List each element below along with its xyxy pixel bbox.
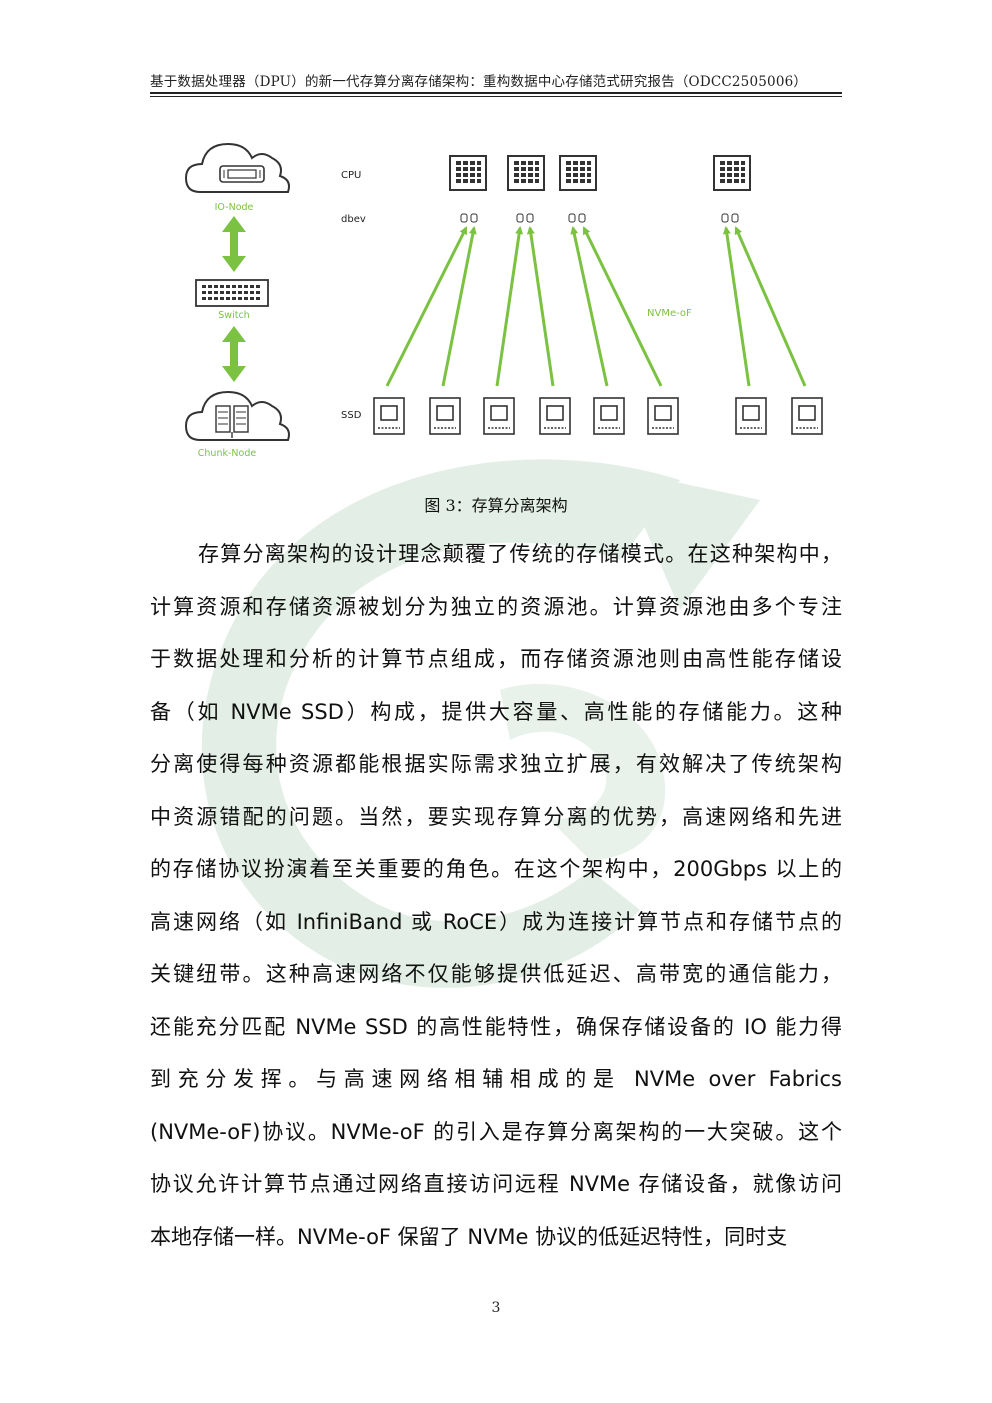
header-rule <box>150 92 842 94</box>
cpu-chip-icon <box>507 155 545 191</box>
paragraph-line: 分离使得每种资源都能根据实际需求独立扩展，有效解决了传统架构 <box>150 752 842 776</box>
switch-label: Switch <box>218 310 250 321</box>
paragraph-line: 还能充分匹配 NVMe SSD 的高性能特性，确保存储设备的 IO 能力得 <box>150 1014 842 1039</box>
page-number: 3 <box>491 1300 501 1316</box>
paragraph-line: 高速网络（如 InfiniBand 或 RoCE）成为连接计算节点和存储节点的 <box>150 909 842 934</box>
row-label-cpu: CPU <box>341 170 362 181</box>
cpu-chip-icon <box>559 155 597 191</box>
double-arrow-icon <box>222 326 246 382</box>
figure-caption: 图 3：存算分离架构 <box>424 496 568 515</box>
row-label-ssd: SSD <box>341 410 362 421</box>
chunk-node-label: Chunk-Node <box>197 448 257 459</box>
architecture-figure: CPU dbev SSD IO-Node Switch Chunk-Node N… <box>150 120 850 490</box>
row-label-dbev: dbev <box>341 214 366 225</box>
paragraph-line: 于数据处理和分析的计算节点组成，而存储资源池则由高性能存储设 <box>150 647 842 671</box>
paragraph-line: 到充分发挥。与高速网络相辅相成的是 NVMe over Fabrics <box>150 1067 842 1091</box>
paragraph-line: 关键纽带。这种高速网络不仅能够提供低延迟、高带宽的通信能力， <box>150 962 842 986</box>
paragraph-line: 备（如 NVMe SSD）构成，提供大容量、高性能的存储能力。这种 <box>150 699 842 724</box>
watermark-logo <box>201 459 760 988</box>
cpu-chip-icon <box>449 155 487 191</box>
page-header: 基于数据处理器（DPU）的新一代存算分离存储架构：重构数据中心存储范式研究报告（… <box>150 74 808 90</box>
switch-icon <box>195 279 269 307</box>
cloud-database-icon <box>184 390 290 441</box>
paragraph-line: 的存储协议扮演着至关重要的角色。在这个架构中，200Gbps 以上的 <box>150 857 842 881</box>
paragraph-line: (NVMe-oF)协议。NVMe-oF 的引入是存算分离架构的一大突破。这个 <box>150 1119 842 1144</box>
body-paragraph: 存算分离架构的设计理念颠覆了传统的存储模式。在这种架构中， 计算资源和存储资源被… <box>150 528 842 1263</box>
paragraph-line: 计算资源和存储资源被划分为独立的资源池。计算资源池由多个专注 <box>150 594 842 619</box>
header-rule-secondary <box>150 96 842 97</box>
paragraph-line: 协议允许计算节点通过网络直接访问远程 NVMe 存储设备，就像访问 <box>150 1172 842 1196</box>
cpu-chip-icon <box>713 155 751 191</box>
nvme-of-label: NVMe-oF <box>647 308 692 319</box>
ssd-icon <box>373 397 823 435</box>
paragraph-line: 存算分离架构的设计理念颠覆了传统的存储模式。在这种架构中， <box>198 542 842 566</box>
paragraph-line: 本地存储一样。NVMe-oF 保留了 NVMe 协议的低延迟特性，同时支 <box>150 1224 788 1249</box>
cloud-server-icon <box>184 142 290 193</box>
paragraph-line: 中资源错配的问题。当然，要实现存算分离的优势，高速网络和先进 <box>150 804 842 829</box>
double-arrow-icon <box>222 216 246 272</box>
architecture-diagram <box>184 142 823 441</box>
nvme-of-arrows <box>385 226 807 387</box>
io-node-label: IO-Node <box>214 202 254 213</box>
dbev-icon <box>460 213 739 223</box>
